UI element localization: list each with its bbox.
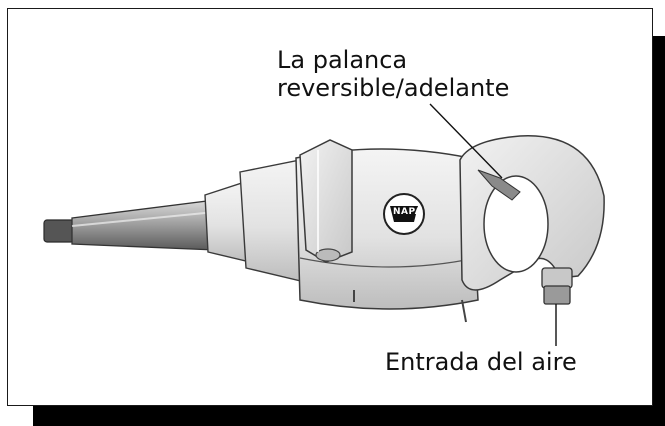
- lever-leader-line: [429, 103, 503, 179]
- nose-housing: [204, 159, 306, 283]
- lever-callout-line1: La palanca: [277, 46, 408, 74]
- air-inlet-callout: Entrada del aire: [385, 348, 577, 376]
- lever-callout: La palanca reversible/adelante: [277, 46, 509, 102]
- napa-badge: [383, 193, 425, 235]
- air-inlet-fitting: [541, 267, 573, 305]
- side-handle: [299, 139, 353, 263]
- d-handle: [459, 135, 605, 291]
- anvil-shaft: [43, 199, 216, 251]
- lever-callout-line2: reversible/adelante: [277, 74, 510, 102]
- napa-badge-text: NAPA: [393, 207, 423, 217]
